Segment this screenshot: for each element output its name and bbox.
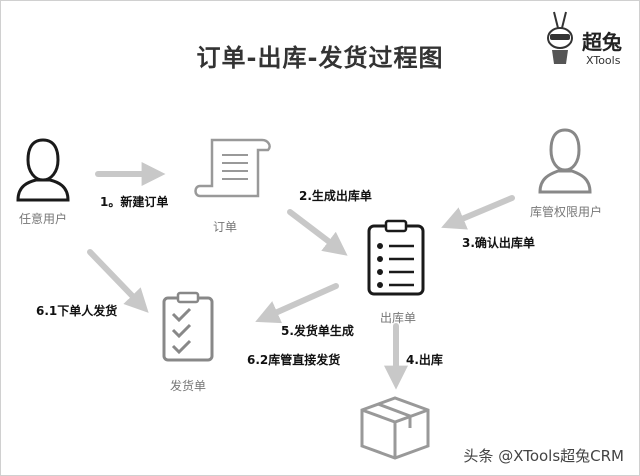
warehouse-person-icon bbox=[538, 128, 592, 194]
step-label-4: 4.出库 bbox=[406, 353, 443, 367]
order-scroll-icon bbox=[194, 138, 271, 198]
rabbit-mascot-icon bbox=[547, 11, 573, 64]
arrow-order-to-outbound bbox=[287, 209, 348, 256]
step-label-3: 3.确认出库单 bbox=[462, 236, 535, 250]
node-label-warehouse-user: 库管权限用户 bbox=[530, 205, 603, 219]
arrow-user-to-shipping bbox=[87, 249, 149, 313]
watermark: 头条 @XTools超兔CRM bbox=[463, 447, 624, 465]
step-label-1: 1。新建订单 bbox=[100, 195, 169, 209]
node-label-user: 任意用户 bbox=[19, 212, 68, 226]
step-label-6-1: 6.1下单人发货 bbox=[36, 304, 118, 318]
package-box-icon bbox=[360, 396, 430, 460]
brand-logo: 超兔 XTools bbox=[540, 8, 635, 72]
step-label-6-2: 6.2库管直接发货 bbox=[247, 353, 341, 367]
arrow-outbound-to-shipping bbox=[255, 283, 339, 324]
node-label-outbound: 出库单 bbox=[380, 311, 417, 325]
outbound-list-icon bbox=[367, 219, 425, 296]
logo-name: 超兔 bbox=[582, 30, 622, 54]
diagram-title: 订单-出库-发货过程图 bbox=[196, 44, 444, 72]
arrow-warehouse-to-outbound bbox=[441, 195, 515, 230]
logo-subtitle: XTools bbox=[586, 54, 621, 67]
step-label-2: 2.生成出库单 bbox=[299, 189, 372, 203]
node-label-shipping: 发货单 bbox=[170, 379, 207, 393]
user-person-icon bbox=[16, 138, 70, 202]
shipping-checklist-icon bbox=[162, 291, 214, 362]
node-label-order: 订单 bbox=[213, 220, 238, 234]
step-label-5: 5.发货单生成 bbox=[281, 324, 354, 338]
